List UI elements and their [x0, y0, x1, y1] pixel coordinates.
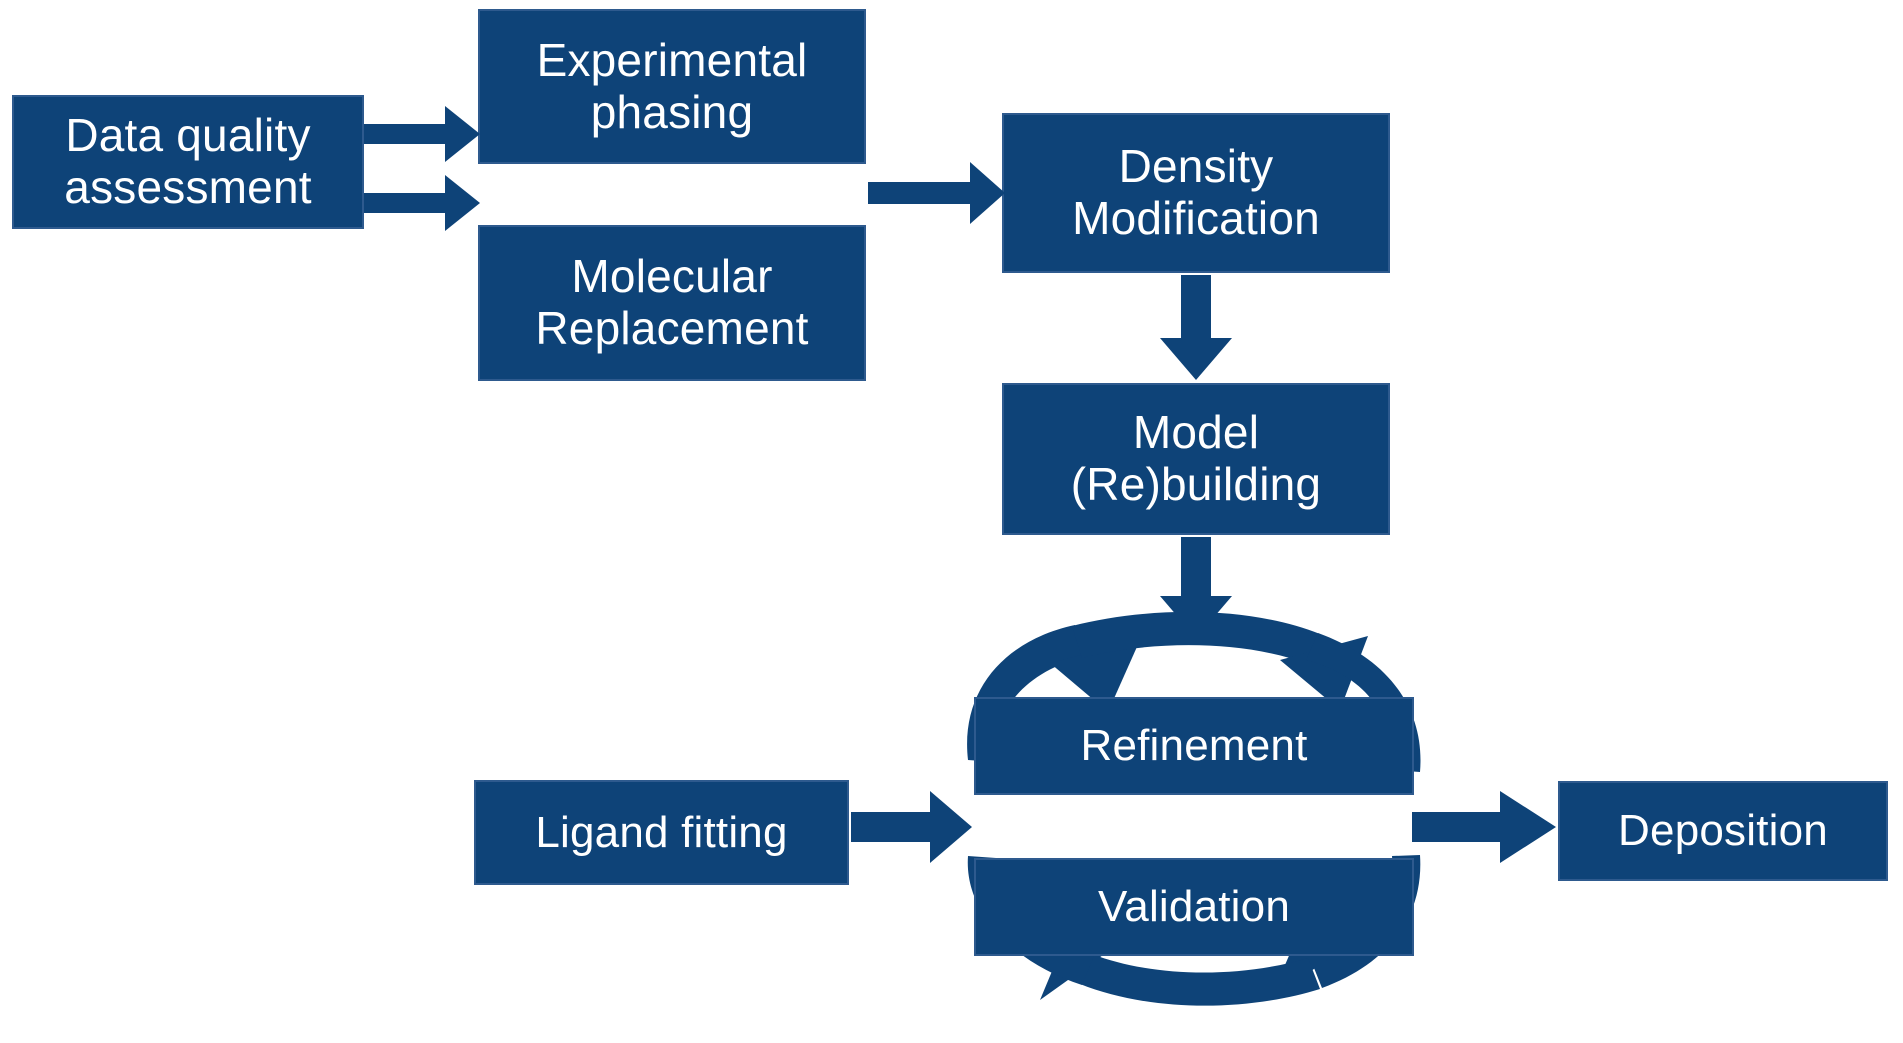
node-label-line2: (Re)building: [1070, 458, 1322, 510]
node-label-line2: assessment: [64, 161, 312, 213]
node-label-line1: Experimental: [536, 33, 808, 86]
node-ligand-fitting[interactable]: Ligand fitting: [474, 780, 849, 885]
node-label-line2: Modification: [1072, 192, 1320, 244]
node-label-line1: Data quality: [65, 109, 311, 162]
node-label: Validation: [1098, 882, 1290, 932]
node-label-line1: Density: [1118, 140, 1274, 193]
node-label: Refinement: [1080, 721, 1308, 771]
node-model-rebuilding[interactable]: Model(Re)building: [1002, 383, 1390, 535]
node-label-line2: Replacement: [535, 302, 809, 354]
node-label: Ligand fitting: [535, 807, 788, 857]
cycle-arrowhead-upper-left: [1050, 640, 1140, 712]
cycle-arc-bottom: [1080, 954, 1320, 1006]
node-label: Model(Re)building: [1059, 407, 1333, 510]
node-label: Deposition: [1618, 806, 1828, 856]
node-label-line2: phasing: [590, 85, 754, 138]
node-label-line1: Model: [1132, 406, 1260, 459]
node-deposition[interactable]: Deposition: [1558, 781, 1888, 881]
node-label-line1: Molecular: [571, 250, 773, 303]
node-validation[interactable]: Validation: [974, 858, 1414, 956]
node-refinement[interactable]: Refinement: [974, 697, 1414, 795]
